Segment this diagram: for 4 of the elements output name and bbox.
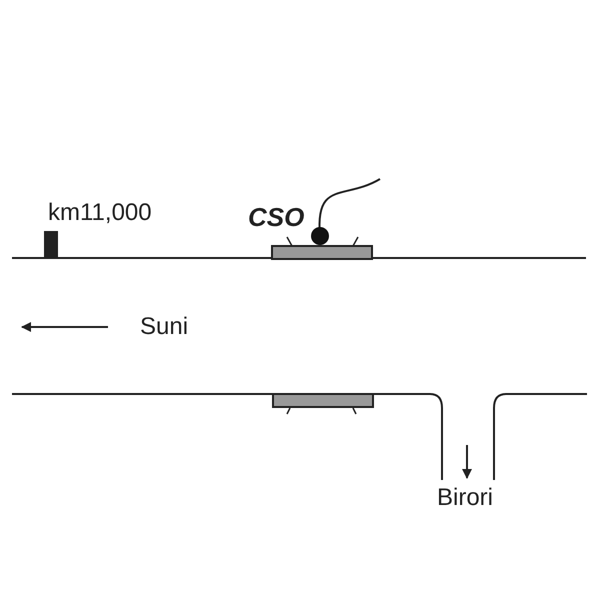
direction-label: Birori bbox=[437, 486, 494, 510]
sensor-label: CSO bbox=[248, 204, 304, 230]
kilometre-label: km11,000 bbox=[48, 201, 152, 225]
direction-label: Suni bbox=[140, 315, 188, 339]
